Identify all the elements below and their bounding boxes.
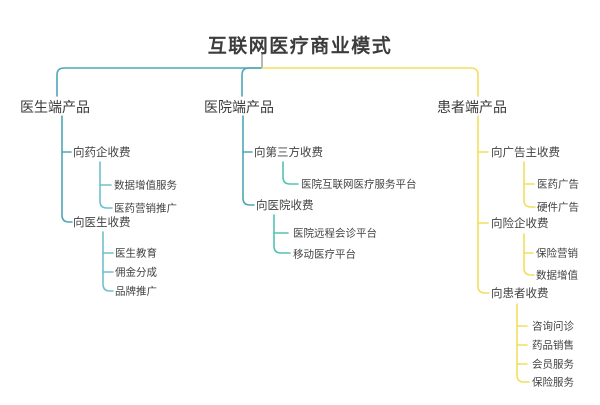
connector-patient-insurer-sub xyxy=(523,233,535,276)
node-mobile-medical-platform: 移动医疗平台 xyxy=(293,248,356,261)
node-charge-thirdparty: 向第三方收费 xyxy=(254,147,323,159)
node-pharma-marketing: 医药营销推广 xyxy=(114,202,177,215)
node-charge-patients: 向患者收费 xyxy=(491,288,549,300)
node-pharma-ads: 医药广告 xyxy=(537,178,579,191)
connector-patient-ads-sub xyxy=(523,161,536,208)
connector-doctor-pharma-sub xyxy=(99,161,113,209)
connector-patient-patient-sub xyxy=(516,303,530,383)
node-data-value-add: 数据增值 xyxy=(536,269,578,282)
node-insurance-service: 保险服务 xyxy=(532,376,574,389)
node-charge-advertisers: 向广告主收费 xyxy=(491,147,560,159)
node-doctor-products: 医生端产品 xyxy=(20,99,90,115)
node-hospital-internet-platform: 医院互联网医疗服务平台 xyxy=(301,178,417,191)
node-doctor-education: 医生教育 xyxy=(115,247,157,260)
connector-trunk-patient xyxy=(261,67,479,97)
diagram-title: 互联网医疗商业模式 xyxy=(207,36,393,57)
node-member-service: 会员服务 xyxy=(532,358,574,371)
node-brand-promotion: 品牌推广 xyxy=(115,285,157,298)
node-charge-hospitals: 向医院收费 xyxy=(256,200,314,212)
connector-hospital-main xyxy=(242,115,255,206)
node-hospital-products: 医院端产品 xyxy=(204,99,274,115)
node-insurance-marketing: 保险营销 xyxy=(536,247,578,260)
node-remote-consult-platform: 医院远程会诊平台 xyxy=(293,227,377,240)
connector-trunk-doctor xyxy=(56,67,263,97)
node-hardware-ads: 硬件广告 xyxy=(537,201,579,214)
connector-trunk-hospital-drop xyxy=(241,67,263,97)
connector-hospital-thirdparty-sub xyxy=(282,161,299,185)
node-patient-products: 患者端产品 xyxy=(437,99,507,115)
node-data-value-service: 数据增值服务 xyxy=(114,179,177,192)
node-charge-doctors: 向医生收费 xyxy=(73,217,131,229)
connector-doctor-main xyxy=(61,115,73,223)
node-drug-sales: 药品销售 xyxy=(532,339,574,352)
node-charge-pharma: 向药企收费 xyxy=(73,147,131,159)
connector-patient-main xyxy=(477,115,490,294)
node-charge-insurers: 向险企收费 xyxy=(491,218,549,230)
connector-hospital-hospital-sub xyxy=(273,214,291,254)
connector-doctor-doc-sub xyxy=(102,231,114,292)
node-consultation: 咨询问诊 xyxy=(532,320,574,333)
node-commission-split: 佣金分成 xyxy=(115,266,157,279)
